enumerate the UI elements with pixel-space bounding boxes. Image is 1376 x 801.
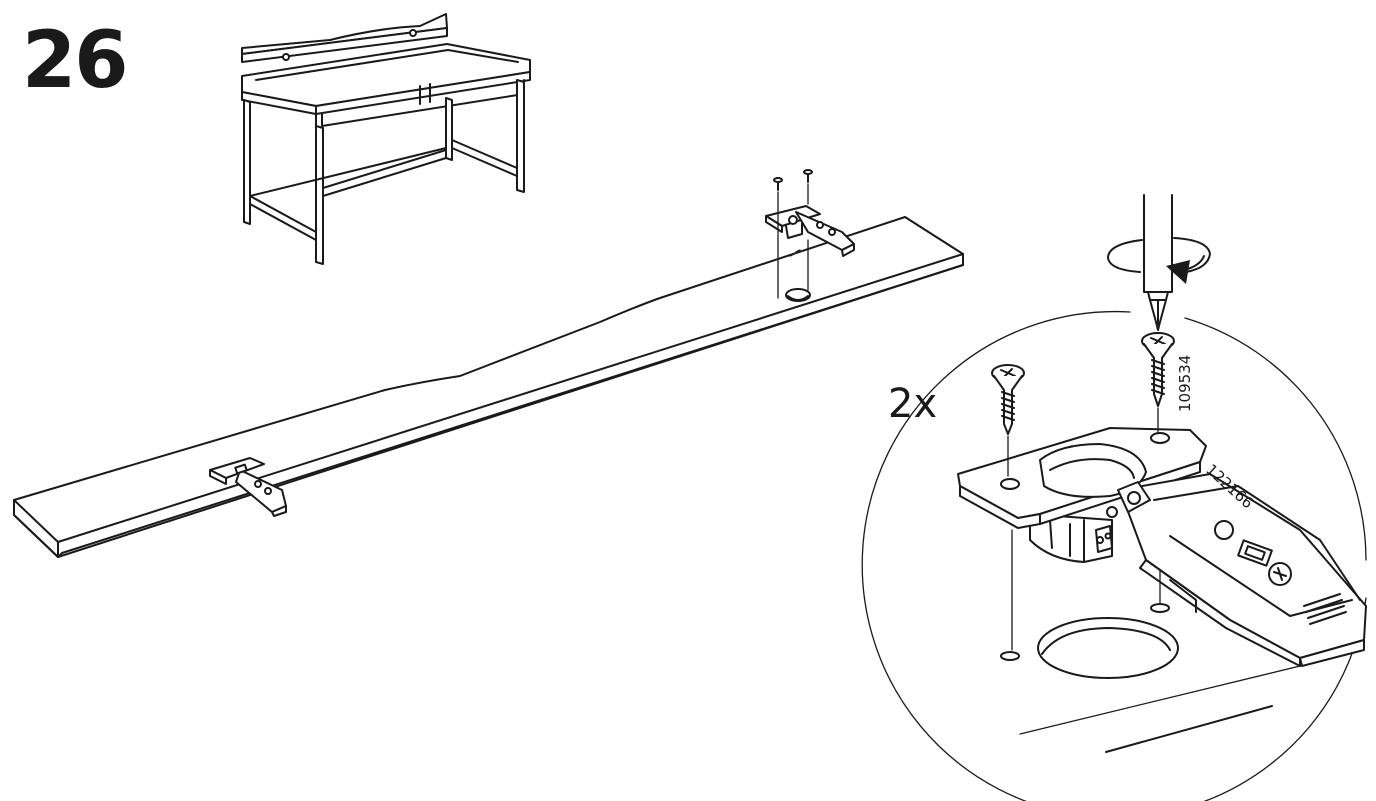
drill-hole-icon [1000,603,1179,679]
screw-icon [773,169,813,191]
drill-hole-icon [785,288,811,302]
screw-part-number: 109534 [1176,354,1194,412]
hinge-icon [209,457,287,517]
back-panel-board [13,216,964,558]
desk-thumbnail [241,13,531,265]
screw-icon [991,364,1025,435]
step-number: 26 [22,16,129,106]
screwdriver-icon [1143,194,1173,331]
quantity-label: 2x [888,381,938,427]
detail-callout [861,310,1367,801]
rotate-arrow-icon [1107,237,1211,284]
screw-icon [1141,332,1175,407]
